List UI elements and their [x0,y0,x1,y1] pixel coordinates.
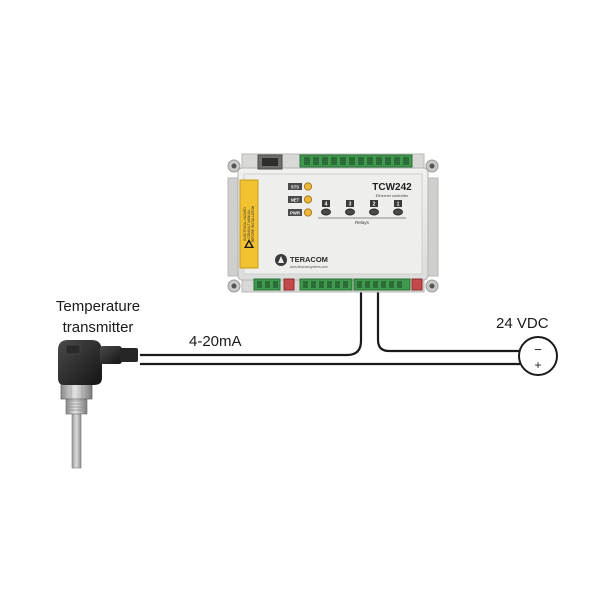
wires [140,290,520,366]
relays-label: Relays [355,220,370,225]
cable-gland [100,346,122,364]
sensor-label-line2: transmitter [62,319,134,336]
power-source-circle [518,336,558,376]
led-pwr [303,208,313,217]
warning-sticker [239,179,259,269]
relay-indicators: 4 3 2 1 [322,200,402,208]
threaded-fitting [65,397,88,415]
sensor-label: Temperature transmitter [18,296,178,338]
led-label-sts: STS [291,185,299,190]
brand-website: www.teracomsystems.com [290,265,328,269]
model-subtitle: Ethernet controller [376,193,409,198]
warning-line-3: BEFORE INSTALLATION [251,205,255,242]
led-label-net: NET [291,198,300,203]
bottom-terminal-block [253,278,423,291]
temperature-transmitter [58,340,138,469]
sensor-label-line1: Temperature [55,298,141,315]
power-plus-sign: + [534,358,541,372]
warning-text-lines: ELECTRICAL HAZARD CONSULT MANUAL BEFORE … [243,205,255,242]
brand-name: TERACOM [290,255,328,264]
relay-number: 1 [397,202,400,208]
relay-led [321,208,331,216]
signal-wire [140,290,363,357]
power-wire-top [376,290,520,353]
led-net [303,195,313,204]
relay-led [369,208,379,216]
controller-device: ELECTRICAL HAZARD CONSULT MANUAL BEFORE … [227,153,439,293]
relay-number: 2 [373,202,376,208]
power-minus-sign: − [534,342,542,357]
supply-voltage-label: 24 VDC [496,315,549,332]
relay-number: 3 [349,202,352,208]
relay-led [393,208,403,216]
led-label-pwr: PWR [290,211,300,216]
relay-leds [321,208,403,216]
model-name: TCW242 [372,182,412,193]
relay-led [345,208,355,216]
warning-line-2: CONSULT MANUAL [247,209,251,238]
relay-number: 4 [325,202,328,208]
front-panel [243,173,423,275]
led-sts [303,182,313,191]
signal-label: 4-20mA [189,333,242,350]
probe-rod [71,411,82,469]
warning-line-1: ELECTRICAL HAZARD [243,207,247,241]
top-terminal-block [299,154,413,168]
status-leds: STS NET PWR [288,182,313,217]
power-source: − + [518,336,558,376]
